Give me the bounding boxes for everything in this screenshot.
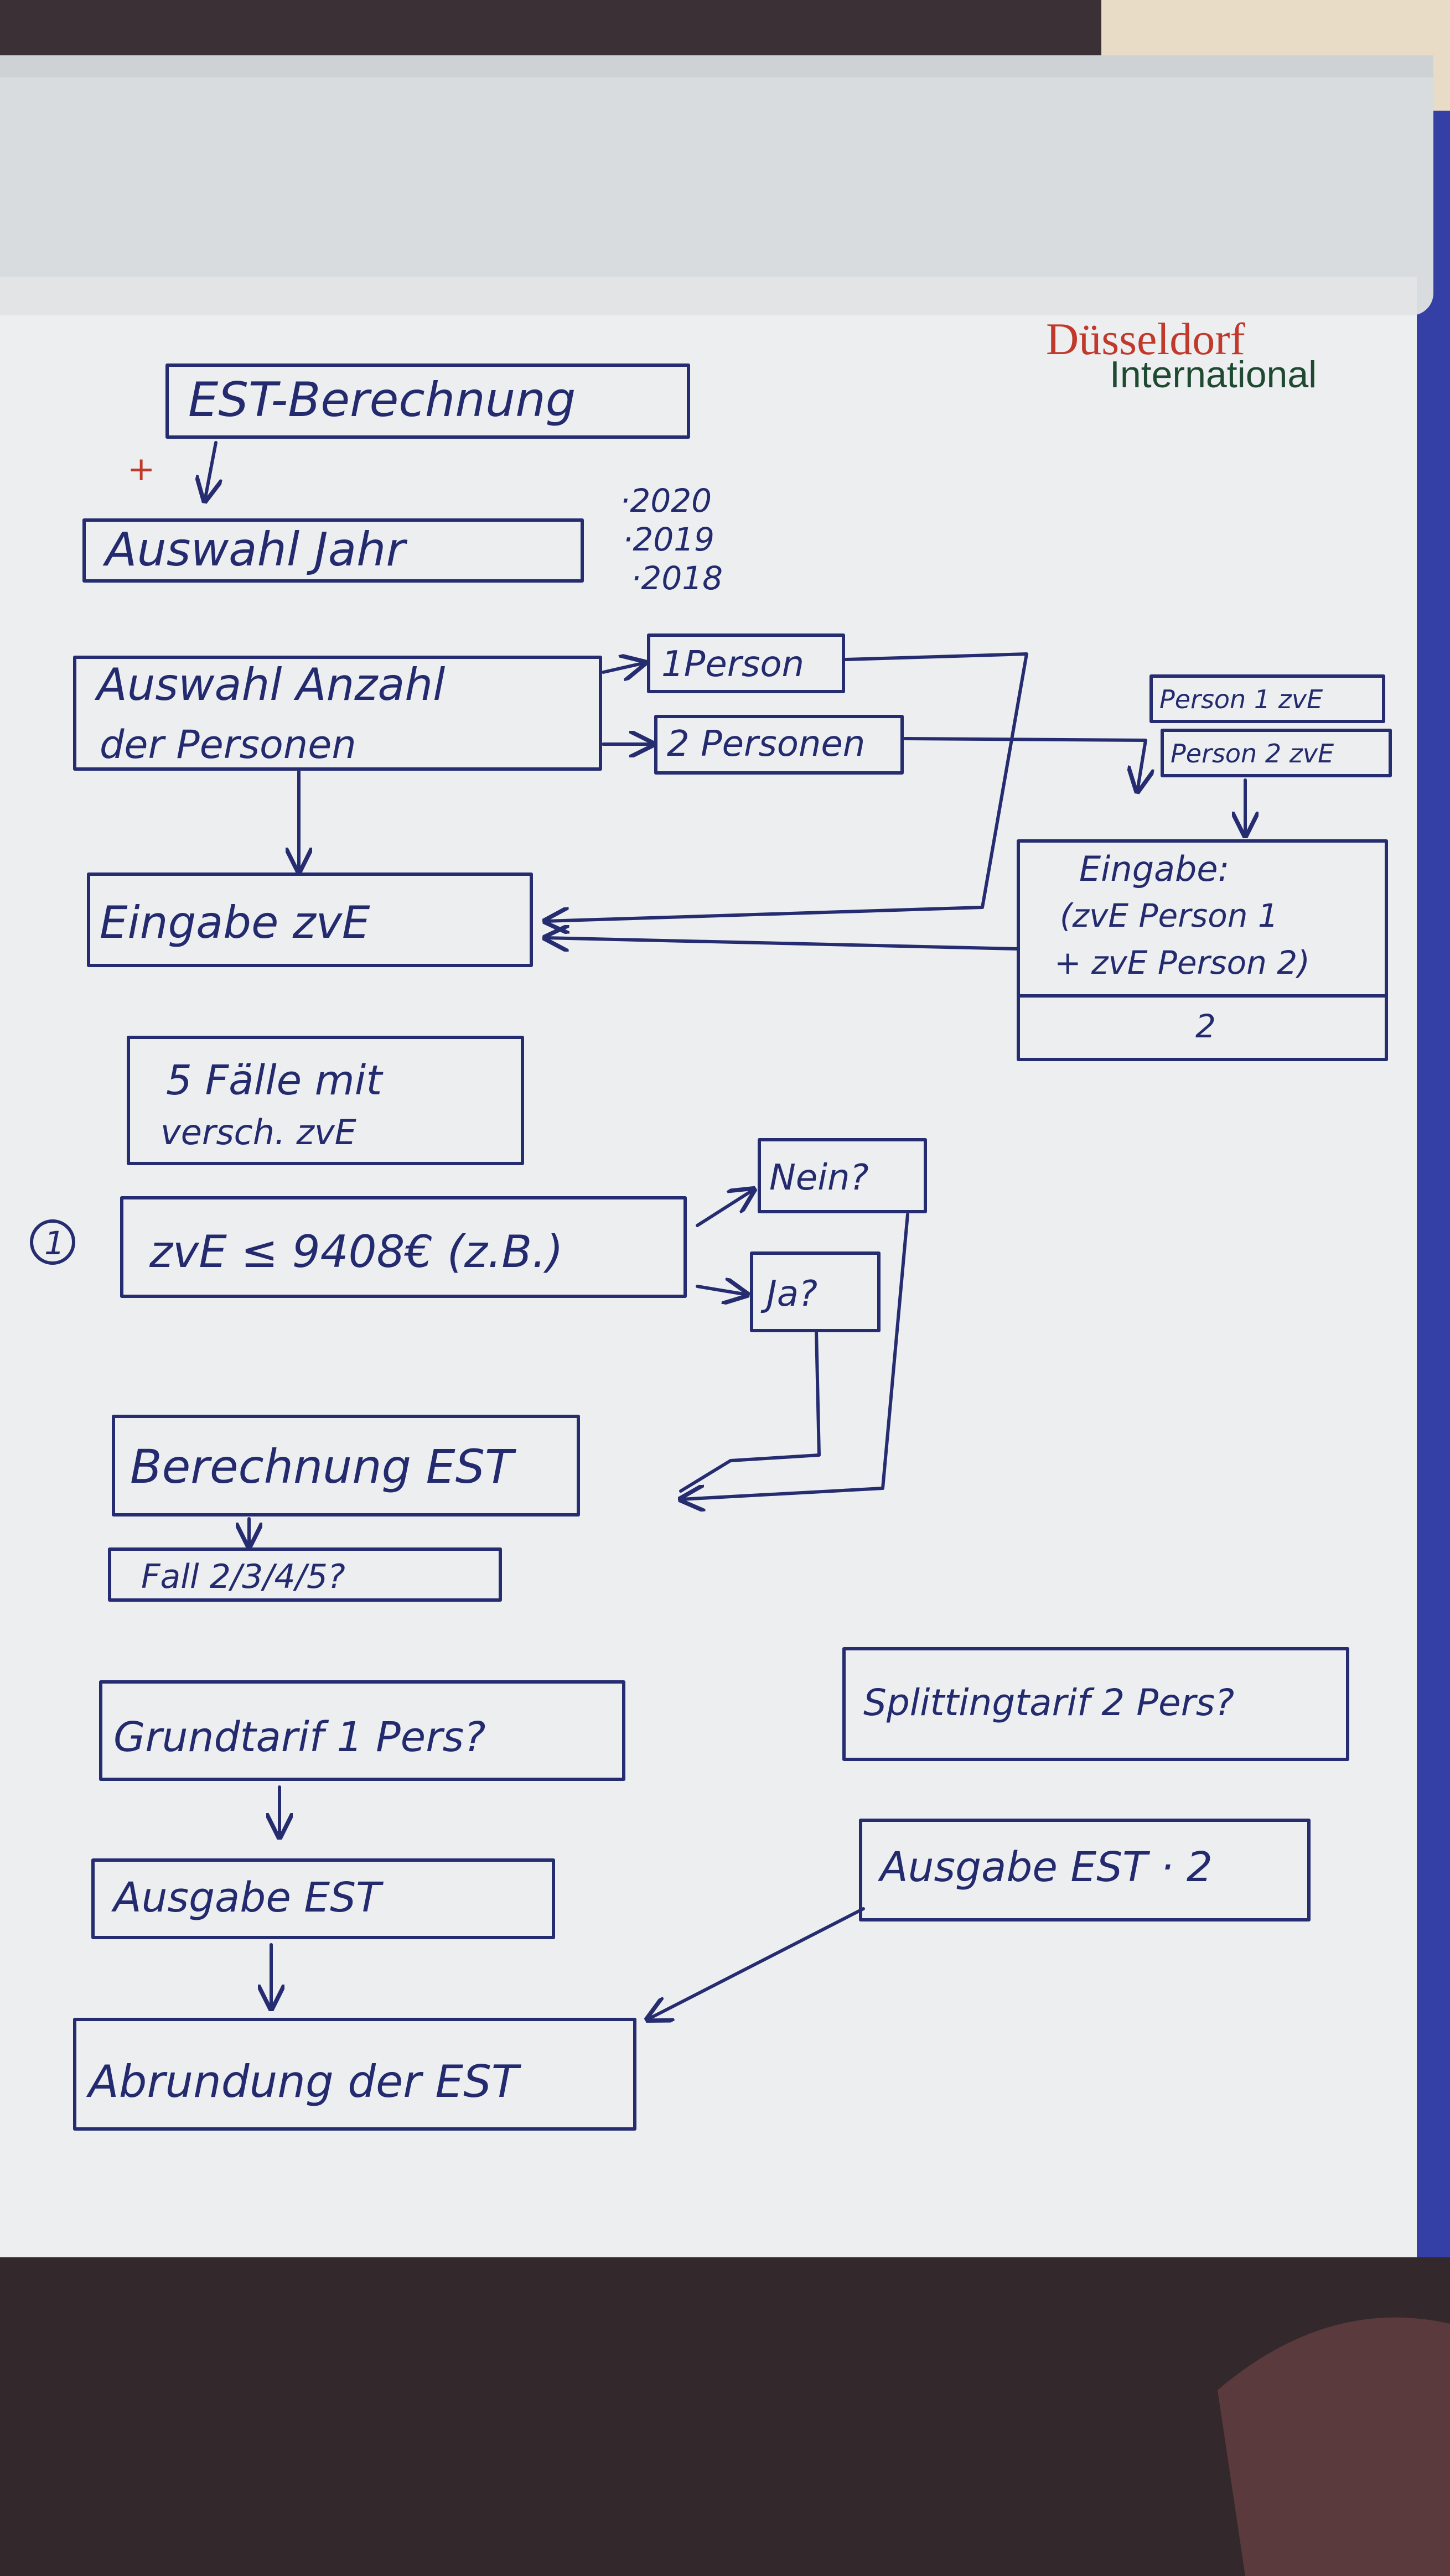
carpet-bottom <box>0 2257 1450 2576</box>
combine-line4: 2 <box>1195 1007 1216 1045</box>
option-two-box <box>654 715 904 775</box>
output-est-text: Ausgabe EST <box>111 1874 384 1921</box>
person1-zve-box <box>1149 674 1385 723</box>
split-tariff-box <box>842 1647 1349 1761</box>
carpet-pattern <box>1218 2317 1450 2576</box>
combine-line2: (zvE Person 1 <box>1060 897 1278 934</box>
line-combine-to-input <box>545 938 1019 949</box>
combine-line3: + zvE Person 2) <box>1054 944 1310 981</box>
cases-next-box <box>108 1547 502 1602</box>
output-est-x2-box <box>859 1819 1311 1921</box>
line-no-to-calc <box>681 1213 909 1499</box>
case1-text: zvE ≤ 9408€ (z.B.) <box>149 1226 563 1277</box>
arrow-title-to-year <box>205 441 216 501</box>
output-est-box <box>91 1858 555 1939</box>
input-zve-text: Eingabe zvE <box>100 897 370 948</box>
year-2018: ·2018 <box>631 559 723 597</box>
paper-sheet <box>0 288 1417 2257</box>
persons-select-line2: der Personen <box>100 722 356 767</box>
year-select-text: Auswahl Jahr <box>102 522 407 577</box>
cases-line2: versch. zvE <box>160 1112 357 1152</box>
title-text: EST-Berechnung <box>188 372 576 428</box>
output-est-x2-text: Ausgabe EST · 2 <box>878 1843 1213 1891</box>
rounding-est-text: Abrundung der EST <box>86 2056 522 2107</box>
year-select-box <box>82 518 584 583</box>
answer-no-box <box>758 1138 927 1213</box>
title-box <box>165 363 690 439</box>
plus-mark: + <box>127 450 155 489</box>
answer-no-text: Nein? <box>769 1157 869 1198</box>
paper-roll-edge <box>0 55 1433 77</box>
combine-line1: Eingabe: <box>1079 849 1229 889</box>
line-one-person-to-input <box>545 652 1028 921</box>
person1-zve-text: Person 1 zvE <box>1159 684 1323 714</box>
year-2020: ·2020 <box>620 482 712 520</box>
line-two-persons-to-zve <box>903 737 1146 791</box>
persons-select-line1: Auswahl Anzahl <box>94 659 445 710</box>
option-two-text: 2 Personen <box>667 724 865 765</box>
case1-box <box>120 1196 687 1298</box>
paper-tear-line <box>0 277 1417 315</box>
calc-est-box <box>112 1415 580 1516</box>
calc-est-text: Berechnung EST <box>130 1440 516 1494</box>
arrow-case1-to-no <box>696 1190 754 1227</box>
option-one-text: 1Person <box>661 644 804 685</box>
arrow-case1-to-yes <box>696 1286 747 1295</box>
person2-zve-text: Person 2 zvE <box>1171 739 1334 768</box>
answer-yes-text: Ja? <box>760 1274 817 1315</box>
input-zve-box <box>87 872 533 967</box>
line-yes-to-calc <box>679 1329 821 1493</box>
arrow-to-option-one <box>602 663 645 672</box>
person2-zve-box <box>1161 729 1392 777</box>
basic-tariff-box <box>99 1680 625 1781</box>
circled-number: 1 <box>44 1224 65 1262</box>
persons-select-box <box>73 656 602 771</box>
paper-roll-top <box>0 55 1433 315</box>
brand-line2: International <box>1110 354 1317 396</box>
combine-box <box>1017 839 1388 1061</box>
rounding-est-box <box>73 2018 636 2131</box>
cases-line1: 5 Fälle mit <box>166 1057 384 1104</box>
basic-tariff-text: Grundtarif 1 Pers? <box>113 1713 485 1761</box>
cases-box <box>127 1036 524 1165</box>
split-tariff-text: Splittingtarif 2 Pers? <box>863 1681 1234 1724</box>
year-2019: ·2019 <box>623 521 714 558</box>
cases-next-text: Fall 2/3/4/5? <box>141 1557 345 1596</box>
circled-number-ring <box>30 1219 75 1265</box>
arrow-output2-to-rounding <box>648 1907 865 2019</box>
brand-line1: Düsseldorf <box>1046 314 1246 364</box>
